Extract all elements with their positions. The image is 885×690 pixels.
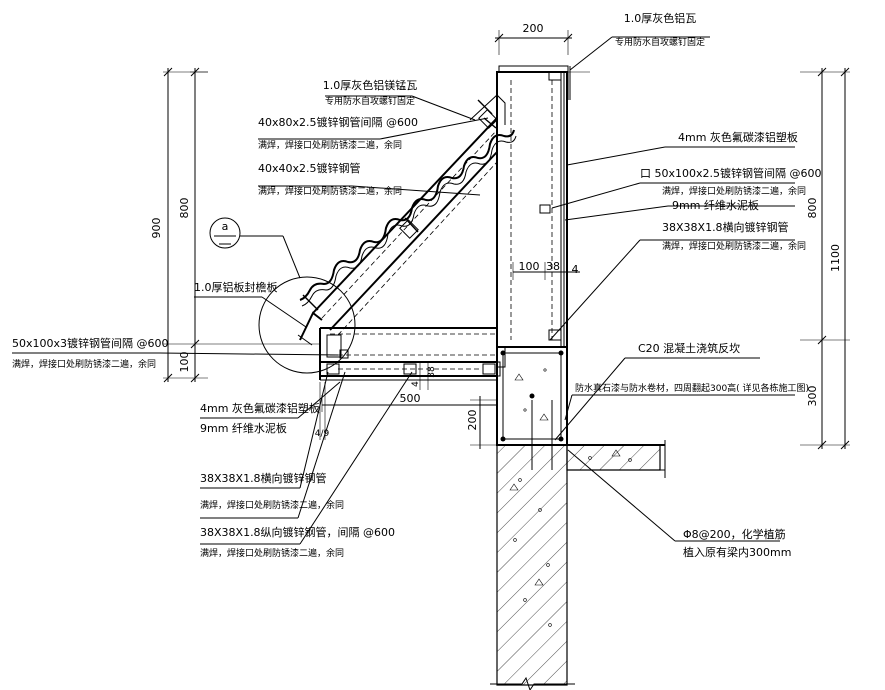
label-pipe38-h-2: 满焊，焊接口处刷防锈漆二遍，余同 (200, 499, 344, 511)
detail-callout: a (209, 217, 356, 374)
dim-200-top: 200 (523, 22, 544, 35)
leader-lines (12, 36, 795, 545)
label-pipe38-v-1: 38X38X1.8纵向镀锌钢管，间隔 @600 (200, 525, 395, 539)
label-board9mm-right: 9mm 纤维水泥板 (672, 198, 759, 212)
vertical-parapet (496, 65, 571, 348)
dim-4-right: 4 (572, 263, 579, 276)
dim-100-left: 100 (178, 352, 191, 373)
dim-100-mid: 100 (519, 260, 540, 273)
label-rebar-1: Φ8@200，化学植筋 (683, 527, 786, 541)
dim-900: 900 (150, 218, 163, 239)
dim-4-9: 4/9 (315, 429, 330, 439)
label-panel4mm-low: 4mm 灰色氟碳漆铝塑板 (200, 401, 320, 415)
annotation-texts: 1.0厚灰色铝瓦 专用防水自攻螺钉固定 1.0厚灰色铝镁锰瓦 专用防水自攻螺钉固… (12, 11, 822, 559)
dim-500: 500 (400, 392, 421, 405)
label-top-tile-1: 1.0厚灰色铝瓦 (624, 11, 697, 25)
dimension-lines: 200 900 800 100 800 1100 300 100 38 4 (150, 22, 850, 450)
label-pipe38-r-2: 满焊，焊接口处刷防锈漆二遍，余同 (662, 240, 806, 252)
label-mg-tile-2: 专用防水自攻螺钉固定 (325, 95, 415, 107)
dim-800-left: 800 (178, 198, 191, 219)
label-pipe40x80-1: 40x80x2.5镀锌钢管间隔 @600 (258, 115, 418, 129)
label-pipe38-v-2: 满焊，焊接口处刷防锈漆二遍，余同 (200, 547, 344, 559)
label-pipe50x100x3-1: 50x100x3镀锌钢管间隔 @600 (12, 336, 169, 350)
dim-4-low: 4 (411, 381, 421, 387)
dim-300: 300 (806, 386, 819, 407)
concrete-structure (490, 440, 666, 690)
label-pipe50x100-2: 满焊，焊接口处刷防锈漆二遍，余同 (662, 185, 806, 197)
dim-800-right: 800 (806, 198, 819, 219)
label-pipe40x40-2: 满焊，焊接口处刷防锈漆二遍，余同 (258, 185, 402, 197)
label-fascia: 1.0厚铝板封檐板 (194, 280, 278, 294)
dim-38: 38 (546, 260, 560, 273)
label-pipe40x80-2: 满焊，焊接口处刷防锈漆二遍，余同 (258, 139, 402, 151)
label-pipe38-r-1: 38X38X1.8横向镀锌钢管 (662, 220, 789, 234)
horizontal-soffit (319, 327, 515, 381)
label-mg-tile-1: 1.0厚灰色铝镁锰瓦 (323, 78, 418, 92)
label-panel4mm-right: 4mm 灰色氟碳漆铝塑板 (678, 130, 798, 144)
label-pipe38-h-1: 38X38X1.8横向镀锌钢管 (200, 471, 327, 485)
sloped-roof (297, 94, 517, 346)
label-waterproof: 防水真石漆与防水卷材，四周翻起300高( 详见各栋施工图) (575, 382, 809, 394)
dim-200-low: 200 (466, 410, 479, 431)
label-c20: C20 混凝土浇筑反坎 (638, 341, 740, 355)
dim-38-low: 38 (427, 366, 437, 378)
label-pipe50x100-1: 口 50x100x2.5镀锌钢管间隔 @600 (640, 166, 822, 180)
label-pipe50x100x3-2: 满焊，焊接口处刷防锈漆二遍，余同 (12, 358, 156, 370)
label-top-tile-2: 专用防水自攻螺钉固定 (615, 36, 705, 48)
label-board9mm-low: 9mm 纤维水泥板 (200, 421, 287, 435)
label-pipe40x40-1: 40x40x2.5镀锌钢管 (258, 161, 361, 175)
label-rebar-2: 植入原有梁内300mm (683, 545, 791, 559)
callout-letter: a (222, 220, 229, 233)
dim-1100: 1100 (829, 244, 842, 272)
